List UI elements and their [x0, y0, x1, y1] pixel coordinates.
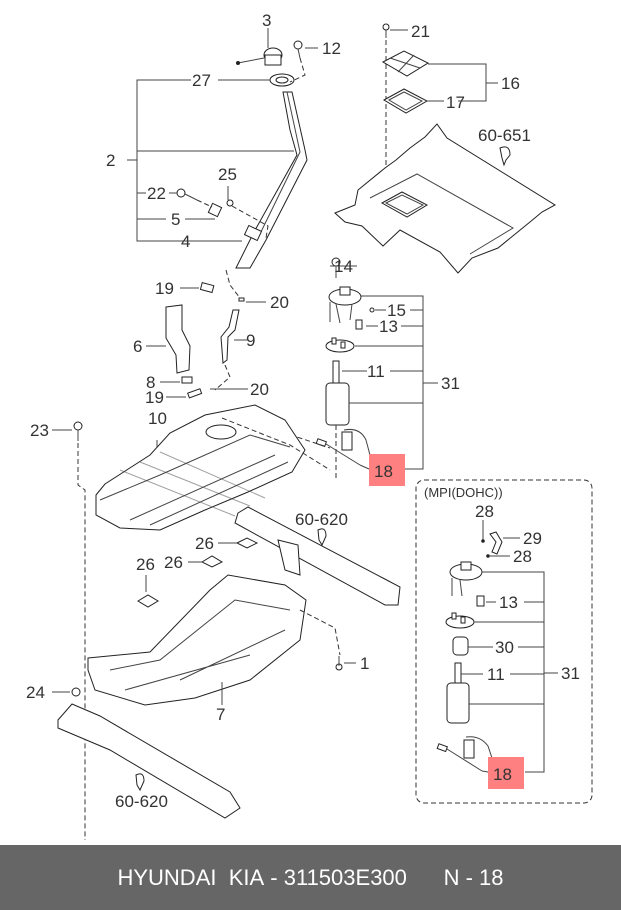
callout-8: 8 — [146, 373, 155, 392]
floor-panel-group: 21 16 17 60-651 — [334, 22, 556, 274]
bolt-14-icon — [331, 257, 341, 278]
sender-unit-icon — [341, 431, 353, 451]
tank-skid-plate-icon — [87, 574, 307, 706]
undercover-group: 60-620 26 26 26 1 24 7 60-620 — [26, 506, 401, 819]
callout-15: 15 — [387, 301, 406, 320]
callout-17: 17 — [446, 93, 465, 112]
variant-connector-13-icon — [476, 595, 485, 607]
filler-pipe-icon — [235, 91, 308, 269]
pad-26b-icon — [200, 555, 224, 568]
fuel-cap-icon — [236, 47, 283, 66]
callout-21: 21 — [411, 22, 430, 41]
ref-arrow-icon — [499, 146, 511, 167]
callout-7: 7 — [216, 705, 225, 724]
callout-26-c: 26 — [136, 555, 155, 574]
callout-27: 27 — [192, 71, 211, 90]
floor-panel-icon — [334, 123, 556, 274]
callout-2: 2 — [106, 151, 115, 170]
tube-29-icon — [489, 531, 503, 555]
callout-6: 6 — [133, 337, 142, 356]
bracket-icon — [207, 202, 223, 218]
fuel-tank-icon — [95, 404, 306, 531]
clamp-8-icon — [181, 376, 193, 384]
ref-arrow-620b-icon — [135, 773, 145, 792]
variant-callout-30: 30 — [495, 638, 514, 657]
variant-callout-13: 13 — [499, 593, 518, 612]
callout-5: 5 — [171, 210, 180, 229]
variant-callout-29: 29 — [523, 529, 542, 548]
callout-22: 22 — [147, 184, 166, 203]
variant-callout-28-side: 28 — [513, 547, 532, 566]
filler-hose-icon — [165, 304, 191, 374]
fuel-pump-group: 14 15 13 11 31 18 — [251, 257, 460, 486]
nut-24-icon — [71, 687, 81, 697]
variant-sender-icon — [463, 739, 475, 759]
filler-neck-group: 3 12 27 2 25 22 5 4 — [106, 11, 341, 269]
footer-separator: - — [264, 864, 284, 890]
highlight-18-box — [369, 454, 405, 486]
pad-26c-icon — [137, 594, 159, 608]
ref-60-651: 60-651 — [478, 126, 531, 145]
callout-11: 11 — [367, 362, 385, 381]
variant-canister-icon — [446, 682, 470, 724]
pad-26a-icon — [235, 537, 259, 549]
ref-arrow-620a-icon — [317, 528, 327, 547]
callout-19-upper: 19 — [155, 279, 174, 298]
callout-10: 10 — [148, 409, 167, 428]
callout-20-lower: 20 — [250, 380, 269, 399]
footer-gap — [407, 865, 444, 891]
callout-13: 13 — [379, 317, 398, 336]
bolt-icon — [293, 40, 303, 59]
pump-canister-icon — [325, 382, 350, 426]
callout-24: 24 — [26, 683, 45, 702]
variant-callout-18: 18 — [493, 765, 512, 784]
footer-part-number: 311503E300 — [283, 864, 407, 890]
fuel-tank-group: 23 10 — [30, 404, 331, 840]
callout-16: 16 — [501, 74, 520, 93]
callout-20-upper: 20 — [270, 293, 289, 312]
callout-26-b: 26 — [164, 553, 183, 572]
callout-9: 9 — [246, 331, 255, 350]
screw-21-icon — [382, 23, 390, 38]
variant-callout-31: 31 — [561, 664, 580, 683]
variant-box-mpi-dohc: (MPI(DOHC)) 28 29 28 1 — [415, 479, 593, 804]
ref-60-620-lower: 60-620 — [115, 792, 168, 811]
callout-14: 14 — [334, 257, 353, 276]
clamp-19b-icon — [187, 388, 203, 399]
variant-callout-28-top: 28 — [475, 502, 494, 521]
callout-12: 12 — [322, 39, 341, 58]
callout-31: 31 — [441, 374, 460, 393]
side-rail-icon — [57, 703, 241, 819]
pump-opening-icon — [205, 424, 237, 440]
callout-3: 3 — [262, 11, 271, 30]
hoses-group: 19 20 6 9 8 19 20 — [133, 269, 289, 407]
callout-1: 1 — [360, 654, 369, 673]
footer-caption-bar: HYUNDAI KIA - 311503E300 N - 18 — [0, 845, 621, 910]
regulator-plate-icon — [325, 339, 355, 353]
variant-callout-11: 11 — [487, 665, 505, 684]
variant-plate-icon — [445, 615, 475, 629]
callout-19-lower: 19 — [145, 388, 164, 407]
callout-4: 4 — [181, 232, 190, 251]
callout-26-a: 26 — [195, 534, 214, 553]
variant-highlight-18-box — [488, 757, 524, 789]
ref-60-620-upper: 60-620 — [295, 510, 348, 529]
variant-dashed-border — [415, 479, 593, 804]
bolt-23-icon — [73, 421, 83, 441]
connector-13-icon — [355, 319, 363, 330]
callout-25: 25 — [218, 165, 237, 184]
bolt-22-icon — [176, 188, 198, 201]
footer-brand: HYUNDAI KIA — [117, 864, 265, 890]
variant-title: (MPI(DOHC)) — [424, 485, 503, 500]
callout-23: 23 — [30, 421, 49, 440]
filter-30-icon — [452, 636, 469, 656]
callout-18: 18 — [374, 462, 393, 481]
clamp-19a-icon — [199, 281, 215, 294]
vent-hose-icon — [220, 309, 240, 364]
parts-diagram: 3 12 27 2 25 22 5 4 21 16 17 60-651 — [26, 11, 593, 840]
bolt-1-icon — [335, 656, 343, 671]
footer-ref-label: N - 18 — [443, 864, 504, 890]
access-hole-icon — [380, 191, 429, 218]
crossmember-icon — [234, 506, 401, 606]
